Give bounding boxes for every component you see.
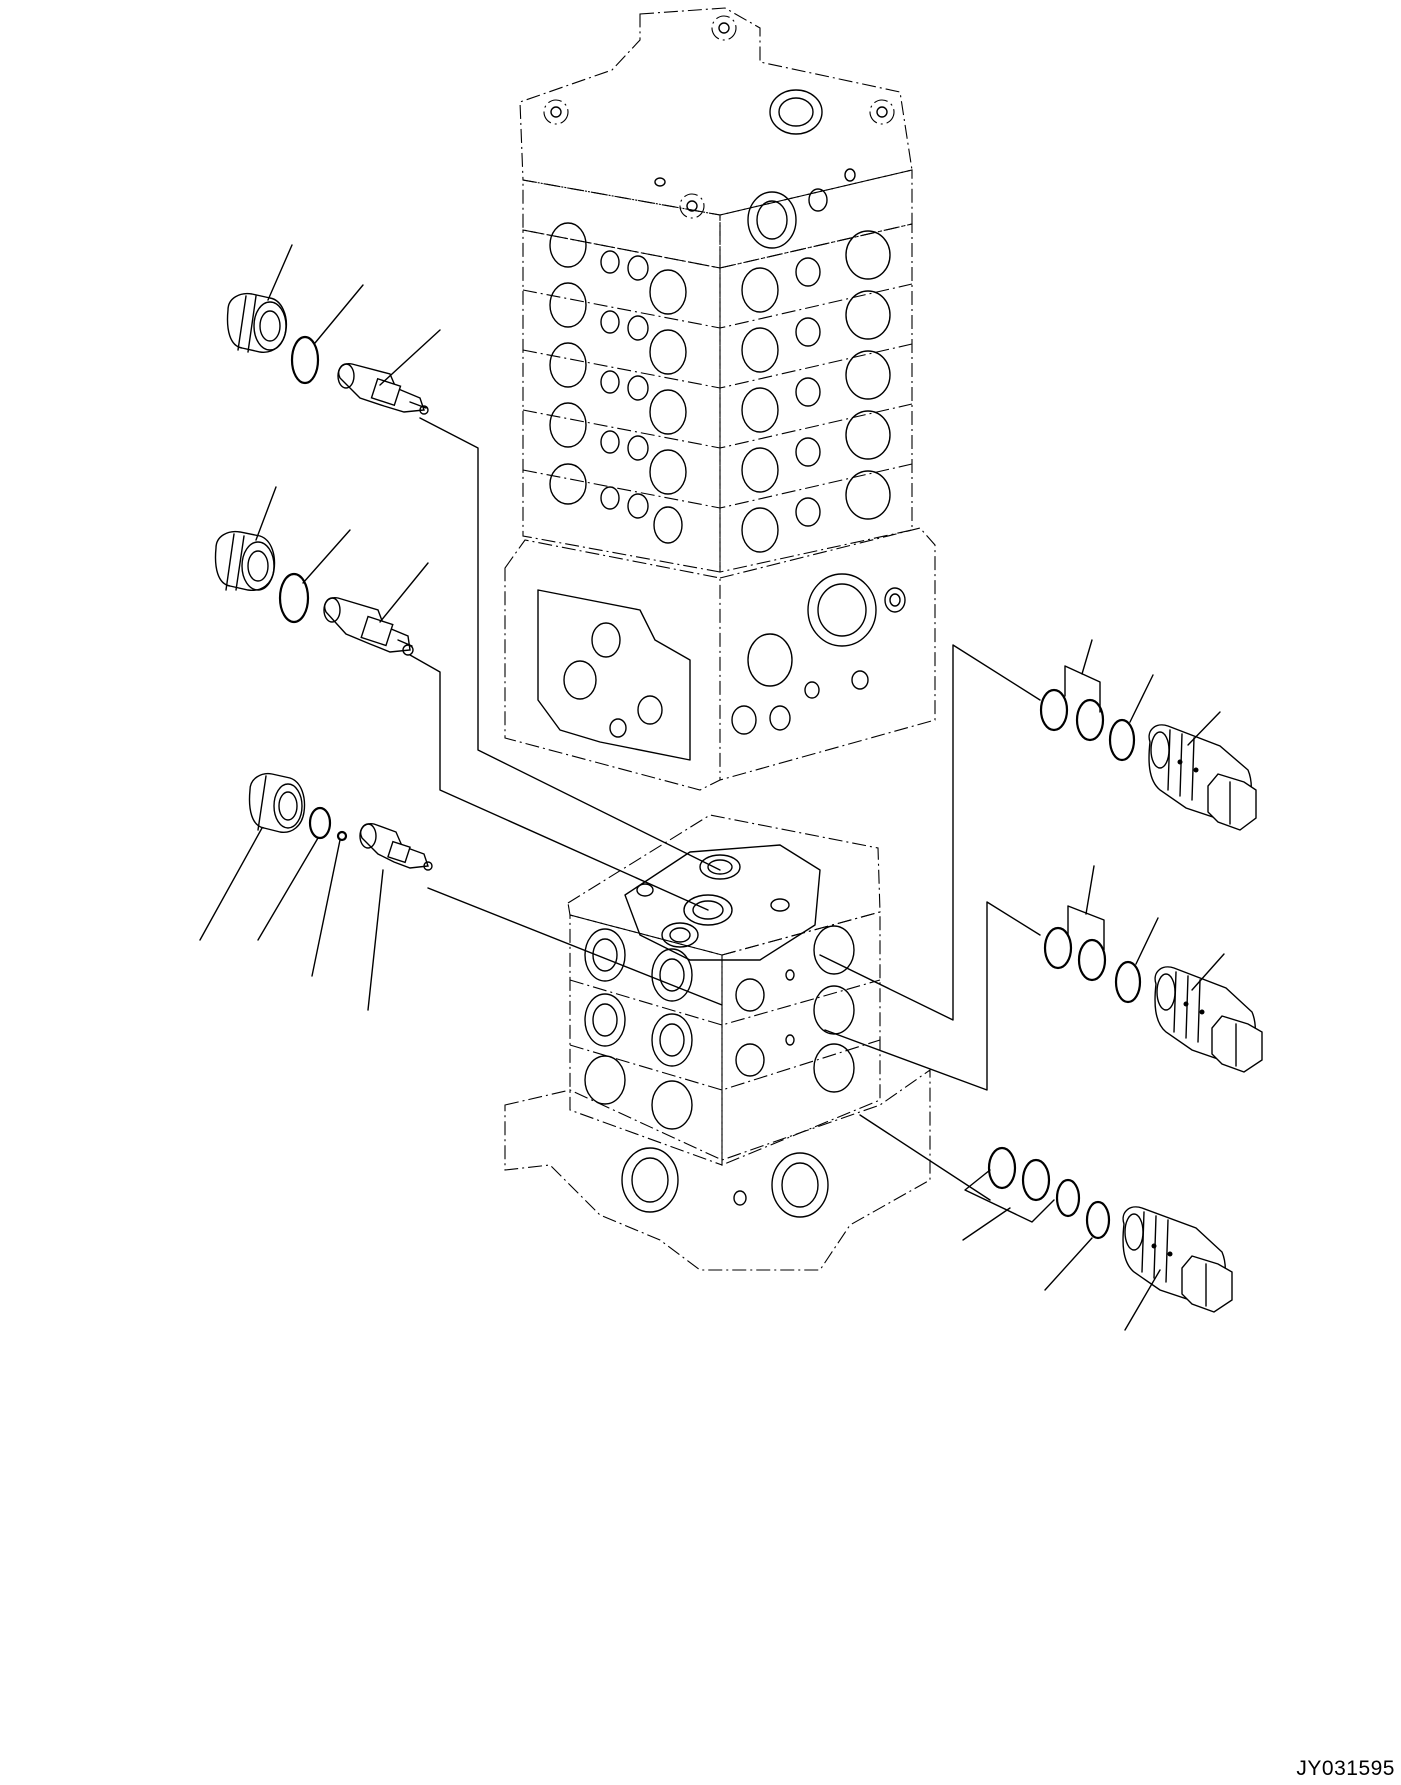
- o-ring-icon: [1108, 718, 1136, 762]
- backup-ring-icon: [1043, 926, 1107, 982]
- lower-valve-block-icon: [504, 814, 931, 1271]
- leader-lines-right: [962, 639, 1225, 1331]
- drawing-id-label: JY031595: [1296, 1757, 1395, 1780]
- upper-valve-stack-icon: [504, 7, 936, 791]
- backup-ring-icon: [987, 1146, 1081, 1218]
- spool-valve-icon: [323, 597, 414, 656]
- plug-icon: [248, 772, 306, 833]
- upper-end-plate: [504, 527, 936, 791]
- assembly-lines: [409, 417, 1041, 1201]
- o-ring-icon: [1114, 960, 1142, 1004]
- relief-cartridge-icon: [1122, 1206, 1233, 1313]
- o-ring-icon: [290, 335, 320, 385]
- backup-ring-icon: [1039, 688, 1105, 742]
- leader-lines-left: [199, 244, 441, 1011]
- plug-icon: [226, 292, 288, 353]
- valve-sections: [522, 222, 913, 573]
- o-ring-icon: [308, 806, 332, 840]
- o-ring-icon: [1085, 1200, 1111, 1240]
- relief-cartridge-icon: [1148, 724, 1257, 831]
- o-ring-icon: [278, 572, 310, 624]
- spool-valve-icon: [359, 823, 433, 871]
- relief-cartridge-icon: [1154, 966, 1263, 1073]
- plug-icon: [214, 530, 276, 591]
- ball-icon: [336, 830, 348, 842]
- spool-valve-icon: [337, 363, 429, 415]
